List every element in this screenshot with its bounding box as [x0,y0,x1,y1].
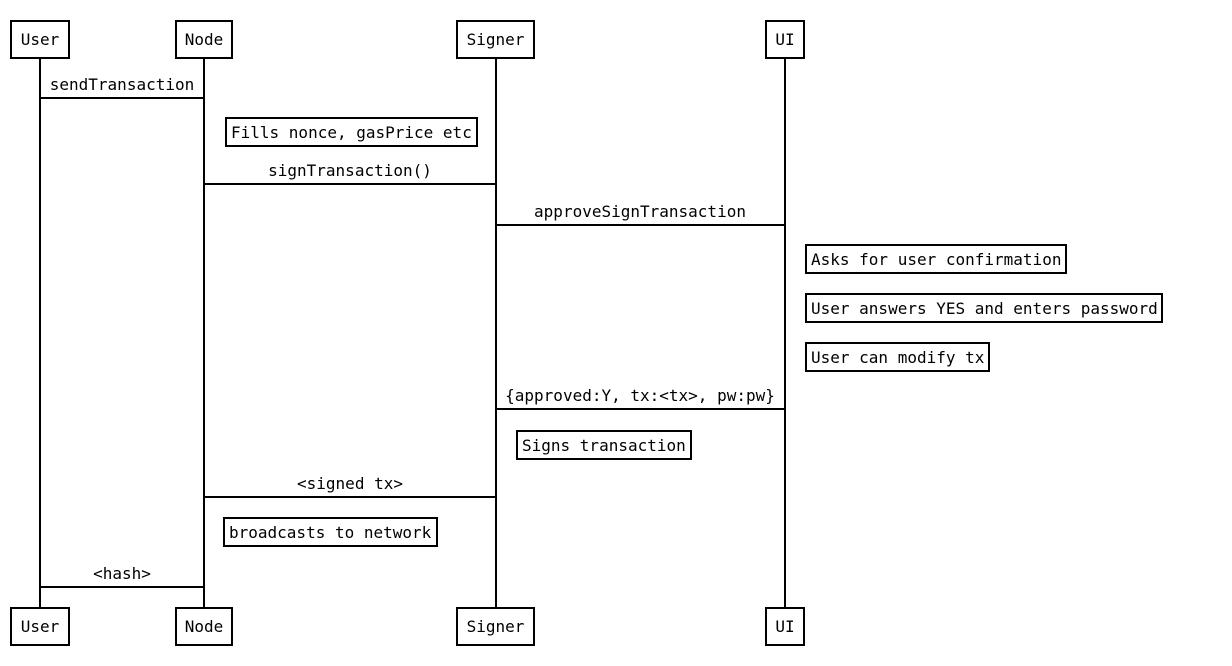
actor-ui-top: UI [765,20,805,59]
actor-node-top: Node [175,20,233,59]
lifeline-ui [784,59,786,607]
message-label-signed-tx: <signed tx> [295,474,405,493]
actor-signer-bottom: Signer [456,607,535,646]
message-label-sendtransaction: sendTransaction [47,75,197,94]
note-signs-transaction: Signs transaction [516,430,692,460]
message-line-signed-tx [203,496,496,498]
actor-node-bottom: Node [175,607,233,646]
lifeline-user [39,59,41,607]
note-user-can-modify-tx: User can modify tx [805,342,990,372]
message-line-sendtransaction [39,97,205,99]
message-label-approved-response: {approved:Y, tx:<tx>, pw:pw} [503,386,777,405]
actor-user-top: User [10,20,70,59]
lifeline-signer [495,59,497,607]
message-label-approvesigntransaction: approveSignTransaction [532,202,748,221]
message-line-approved-response [495,408,786,410]
message-line-approvesigntransaction [495,224,786,226]
lifeline-node [203,59,205,607]
actor-ui-bottom: UI [765,607,805,646]
message-line-signtransaction [203,183,496,185]
note-user-answers-yes: User answers YES and enters password [805,293,1163,323]
note-broadcasts-to-network: broadcasts to network [223,517,438,547]
message-label-signtransaction: signTransaction() [266,161,434,180]
actor-user-bottom: User [10,607,70,646]
note-fills-nonce-gasprice: Fills nonce, gasPrice etc [225,117,478,147]
message-line-hash [39,586,205,588]
note-asks-user-confirmation: Asks for user confirmation [805,244,1067,274]
actor-signer-top: Signer [456,20,535,59]
message-label-hash: <hash> [91,564,153,583]
